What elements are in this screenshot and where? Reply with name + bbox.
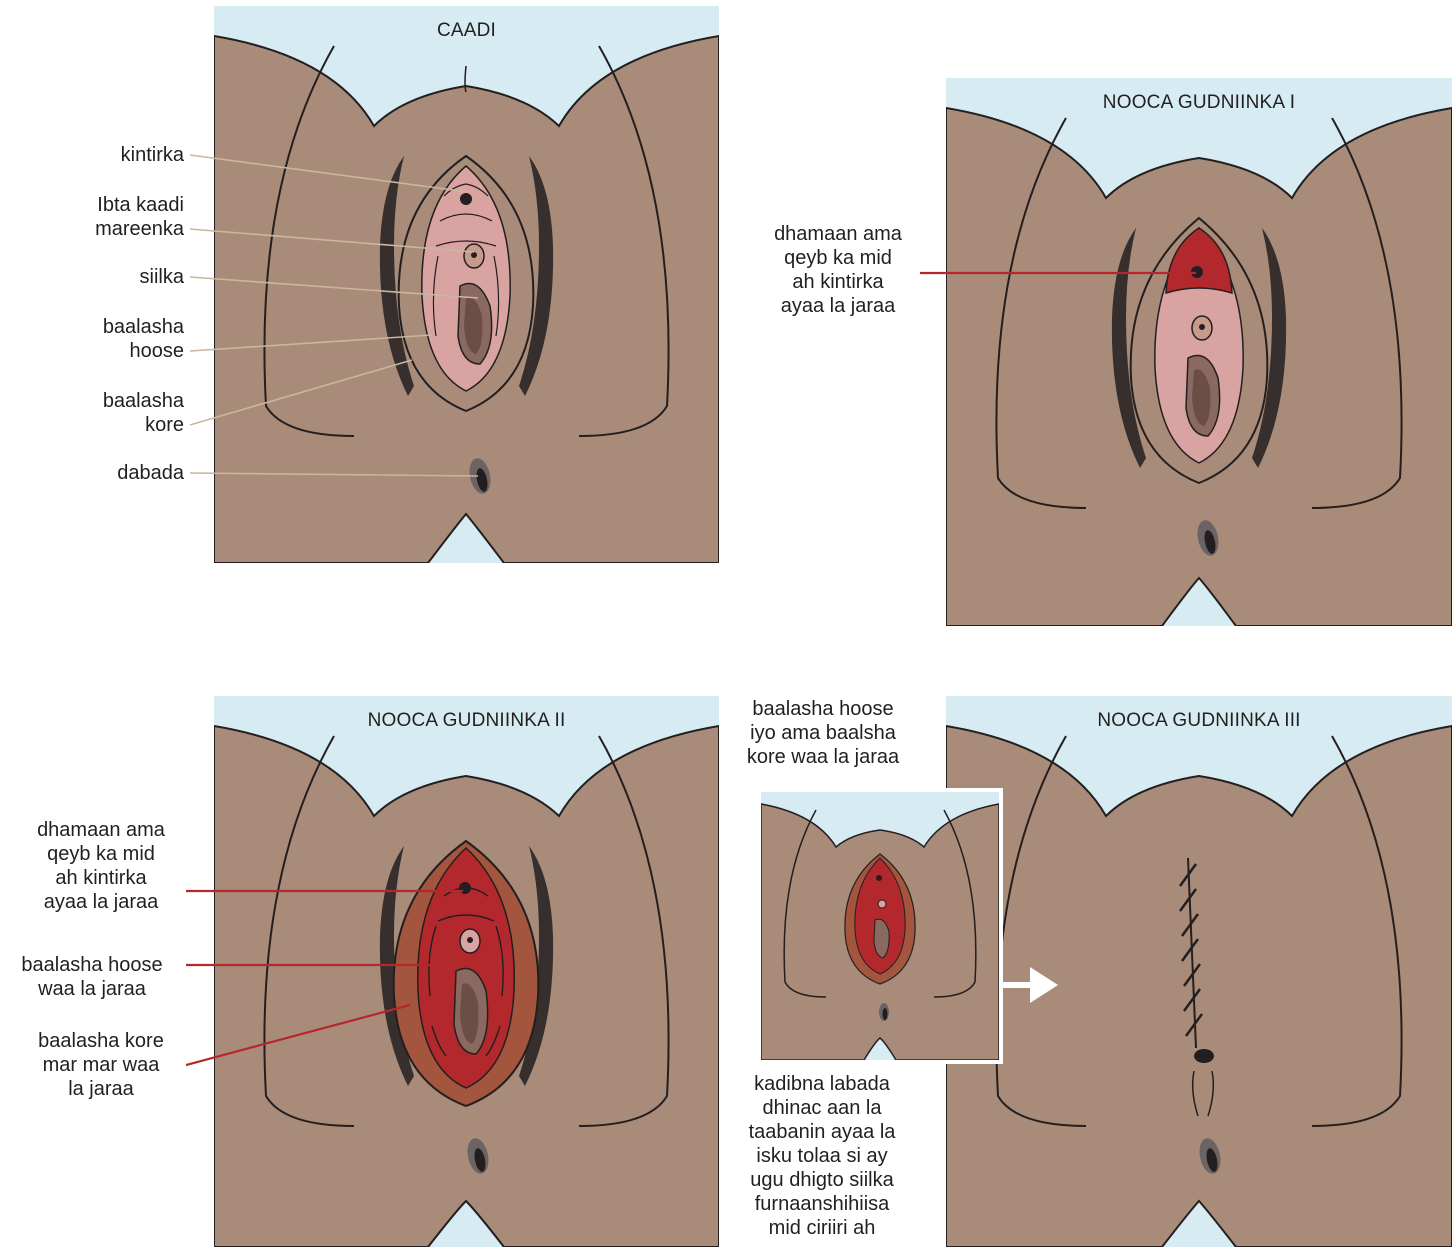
label-labia-majora: baalasha kore	[103, 389, 184, 437]
panel-type2: NOOCA GUDNIINKA II	[214, 696, 719, 1247]
panel-title-normal: CAADI	[214, 20, 719, 42]
label-clitoris: kintirka	[121, 143, 184, 167]
label-type2-majora-cut: baalasha kore mar mar waa la jaraa	[20, 1029, 182, 1101]
label-type3-bottom-note: kadibna labada dhinac aan la taabanin ay…	[728, 1072, 916, 1240]
inset-anatomy-illustration	[761, 792, 999, 1060]
type1-anatomy-illustration	[946, 78, 1452, 626]
panel-type3: NOOCA GUDNIINKA III	[946, 696, 1452, 1247]
type2-anatomy-illustration	[214, 696, 719, 1247]
panel-title-type1: NOOCA GUDNIINKA I	[946, 92, 1452, 114]
panel-title-type2: NOOCA GUDNIINKA II	[214, 710, 719, 732]
label-vagina: siilka	[140, 265, 184, 289]
panel-type1: NOOCA GUDNIINKA I	[946, 78, 1452, 626]
label-type2-clitoris-cut: dhamaan ama qeyb ka mid ah kintirka ayaa…	[20, 818, 182, 914]
label-urethra: Ibta kaadi mareenka	[95, 193, 184, 241]
label-type3-top-note: baalasha hoose iyo ama baalsha kore waa …	[732, 697, 914, 769]
label-type1-clitoris-cut: dhamaan ama qeyb ka mid ah kintirka ayaa…	[758, 222, 918, 318]
label-type2-minora-cut: baalasha hoose waa la jaraa	[0, 953, 184, 1001]
label-anus: dabada	[117, 461, 184, 485]
clitoris-mark	[460, 193, 472, 205]
panel-title-type3: NOOCA GUDNIINKA III	[946, 710, 1452, 732]
inset-type3-cut	[757, 788, 1003, 1064]
type3-anatomy-illustration	[946, 696, 1452, 1247]
normal-anatomy-illustration	[214, 6, 719, 563]
label-labia-minora: baalasha hoose	[103, 315, 184, 363]
panel-normal: CAADI	[214, 6, 719, 563]
